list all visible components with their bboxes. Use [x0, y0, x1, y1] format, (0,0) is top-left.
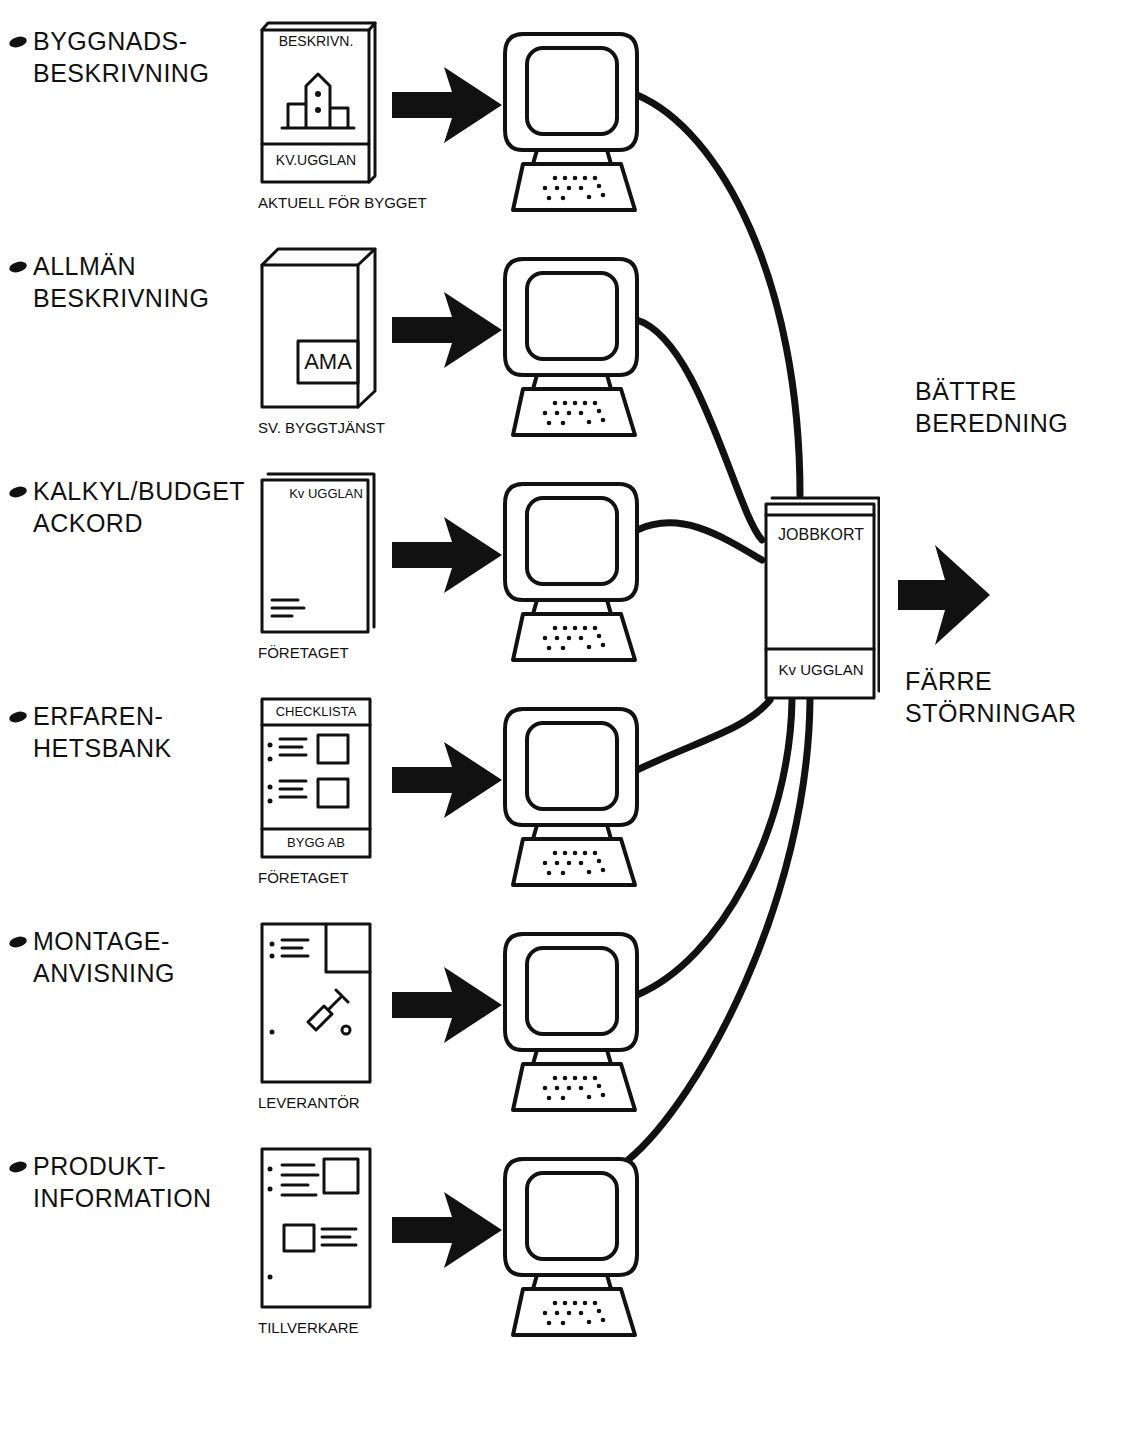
source-caption: SV. BYGGTJÄNST — [258, 419, 385, 437]
document-outline — [258, 1145, 378, 1310]
bullet — [8, 35, 28, 1174]
source-caption: TILLVERKARE — [258, 1319, 359, 1337]
flow-arrow — [392, 67, 502, 1268]
jobcard-title: JOBBKORT — [768, 525, 874, 544]
source-caption: LEVERANTÖR — [258, 1094, 360, 1112]
document-title: AMA — [300, 349, 356, 375]
source-caption: FÖRETAGET — [258, 869, 349, 887]
document-company: BYGG AB — [264, 835, 368, 851]
result-arrow — [898, 545, 990, 645]
source-document: CHECKLISTABYGG ABFÖRETAGET — [258, 695, 378, 860]
document-title: BESKRIVN. — [264, 33, 368, 50]
source-heading: ALLMÄN BESKRIVNING — [33, 250, 248, 314]
jobcard-project: Kv UGGLAN — [768, 661, 874, 679]
source-caption: AKTUELL FÖR BYGGET — [258, 194, 427, 212]
source-heading: ERFAREN- HETSBANK — [33, 700, 248, 764]
source-document: Kv UGGLANFÖRETAGET — [258, 470, 378, 635]
source-caption: FÖRETAGET — [258, 644, 349, 662]
source-heading: PRODUKT- INFORMATION — [33, 1150, 248, 1214]
source-document: BESKRIVN.KV.UGGLANAKTUELL FÖR BYGGET — [258, 20, 378, 185]
source-document: LEVERANTÖR — [258, 920, 378, 1085]
source-document: TILLVERKARE — [258, 1145, 378, 1310]
job-card: JOBBKORT Kv UGGLAN — [762, 495, 880, 700]
result-label: BÄTTRE BEREDNING — [915, 375, 1100, 439]
document-title: CHECKLISTA — [264, 704, 368, 720]
source-heading: BYGGNADS- BESKRIVNING — [33, 25, 248, 89]
document-project: KV.UGGLAN — [264, 152, 368, 169]
document-outline — [258, 920, 378, 1085]
source-heading: KALKYL/BUDGET ACKORD — [33, 475, 248, 539]
result-label: FÄRRE STÖRNINGAR — [905, 665, 1115, 729]
source-document: AMASV. BYGGTJÄNST — [258, 245, 378, 410]
computer-terminal — [505, 34, 637, 1335]
source-heading: MONTAGE- ANVISNING — [33, 925, 248, 989]
document-project: Kv UGGLAN — [286, 486, 366, 502]
document-outline — [258, 245, 378, 410]
